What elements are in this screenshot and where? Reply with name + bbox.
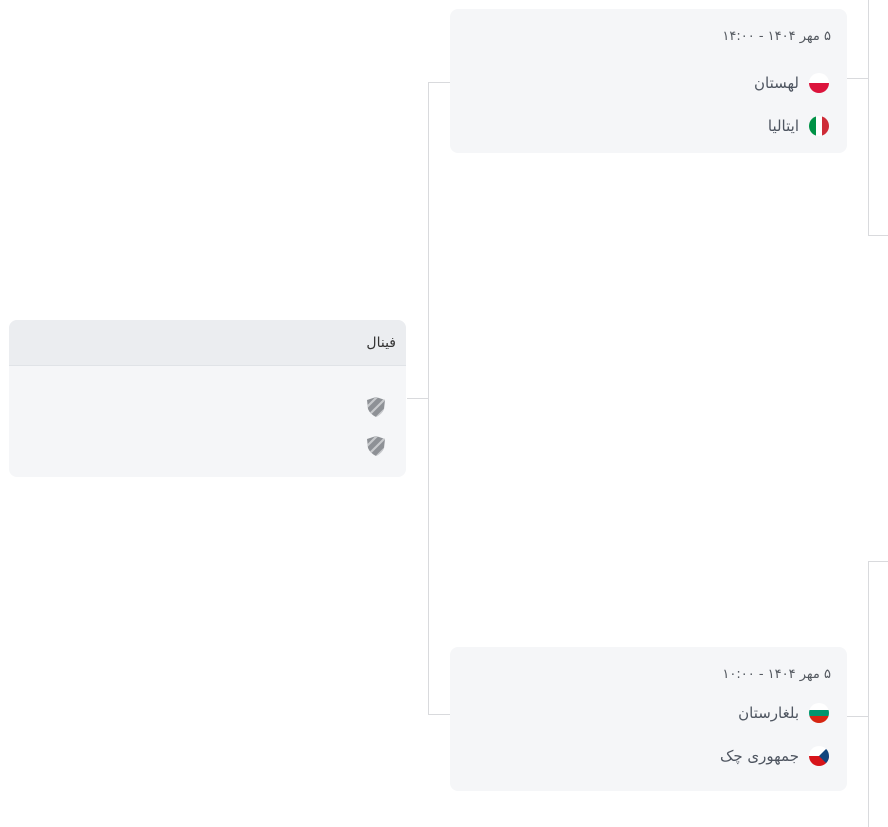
team-name: لهستان (754, 74, 799, 92)
shield-placeholder-icon (367, 397, 385, 417)
team-name: جمهوری چک (719, 747, 799, 765)
bracket-connector (428, 82, 450, 83)
bracket-connector (847, 716, 869, 717)
team-row[interactable]: جمهوری چک (720, 746, 829, 766)
team-row[interactable]: لهستان (754, 73, 829, 93)
team-row[interactable]: بلغارستان (738, 703, 829, 723)
shield-placeholder-icon (367, 436, 385, 456)
poland-flag-icon (809, 73, 829, 93)
team-name: بلغارستان (738, 704, 799, 722)
team-row[interactable]: ایتالیا (768, 116, 829, 136)
team-name: ایتالیا (767, 117, 799, 135)
czech-flag-icon (809, 746, 829, 766)
bracket-connector (868, 0, 869, 236)
bracket-connector (407, 398, 429, 399)
italy-flag-icon (809, 116, 829, 136)
bracket-connector (428, 82, 429, 715)
match-date: ۵ مهر ۱۴۰۴ - ۱۴:۰۰ (722, 29, 831, 44)
bracket-connector (428, 714, 450, 715)
match-card-bottom[interactable]: ۵ مهر ۱۴۰۴ - ۱۰:۰۰ بلغارستان جمهوری چک (450, 647, 847, 791)
match-date: ۵ مهر ۱۴۰۴ - ۱۰:۰۰ (722, 667, 831, 682)
final-title: فینال (9, 320, 406, 366)
bulgaria-flag-icon (809, 703, 829, 723)
bracket-connector (868, 235, 888, 236)
final-card[interactable]: فینال (9, 320, 406, 477)
bracket-connector (868, 561, 888, 562)
match-card-top[interactable]: ۵ مهر ۱۴۰۴ - ۱۴:۰۰ لهستان ایتالیا (450, 9, 847, 153)
bracket-connector (868, 561, 869, 827)
bracket-connector (847, 78, 869, 79)
